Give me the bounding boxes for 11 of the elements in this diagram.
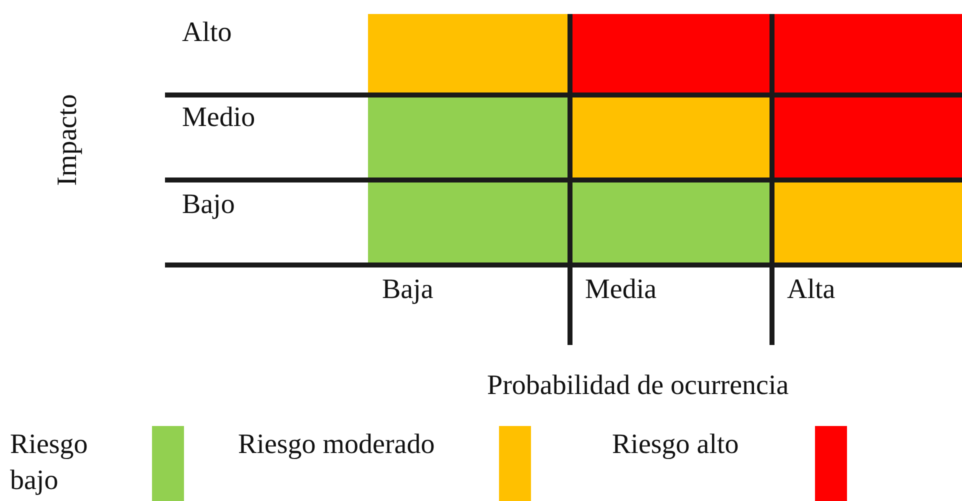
row-label: Alto	[182, 16, 232, 50]
axis-title: Impacto	[51, 94, 84, 186]
legend-label: Riesgo alto	[612, 428, 739, 462]
row-label: Medio	[182, 101, 256, 135]
row-label: Bajo	[182, 188, 235, 222]
legend-label: Riesgo bajo	[10, 428, 89, 498]
legend-label: Riesgo moderado	[238, 428, 435, 462]
column-label: Baja	[382, 273, 434, 307]
column-label: Alta	[787, 273, 836, 307]
axis-title: Probabilidad de ocurrencia	[487, 369, 789, 403]
column-label: Media	[585, 273, 657, 307]
